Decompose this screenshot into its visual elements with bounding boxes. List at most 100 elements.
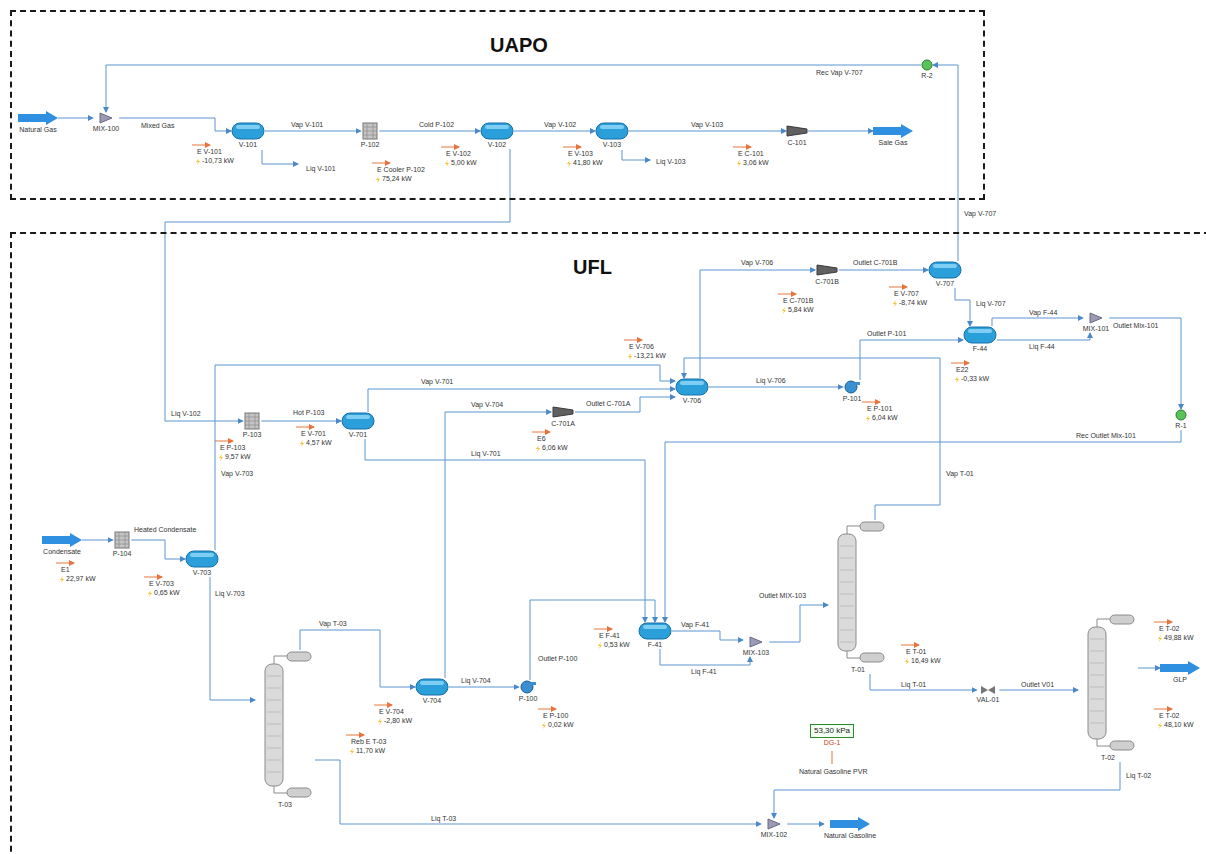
stream-label: Rec Vap V-707: [815, 69, 864, 77]
equipment-tag: V-101: [239, 140, 257, 149]
material-stream-icon: [830, 817, 870, 831]
energy-stream-arrow: [778, 294, 796, 295]
region-title: UFL: [573, 256, 612, 278]
equipment-tag: R-1: [1175, 421, 1186, 430]
energy-bolt-icon: [60, 576, 64, 583]
process-stream: [445, 412, 551, 678]
stream-label: Vap V-704: [470, 401, 504, 409]
energy-stream-arrow: [532, 432, 550, 433]
energy-bolt-icon: [378, 718, 382, 725]
duty-value: 5,00 kW: [450, 159, 478, 167]
energy-stream-arrow: [862, 402, 880, 403]
material-stream: Condensate: [42, 533, 82, 556]
energy-stream-arrow: [1154, 622, 1172, 623]
energy-bolt-icon: [542, 722, 546, 729]
stream-label: Vap V-706: [740, 259, 774, 267]
mixer: MIX-102: [761, 818, 787, 839]
distillation-column-icon: [828, 520, 888, 665]
energy-stream-arrow: [374, 705, 392, 706]
energy-stream-name: Reb E T-03: [350, 738, 387, 746]
stream-label: Vap V-102: [543, 121, 577, 129]
equipment-tag: R-2: [921, 71, 932, 80]
duty-value: 0,65 kW: [153, 589, 181, 597]
process-stream: [629, 131, 786, 132]
energy-bolt-icon: [350, 748, 354, 755]
stream-label: Outlet V01: [1020, 681, 1055, 689]
equipment-tag: V-704: [423, 696, 441, 705]
liquid-outlet-stub: [622, 150, 650, 160]
stream-name: Condensate: [43, 547, 81, 556]
energy-stream-name: E P-101: [866, 405, 893, 413]
stream-label: Outlet P-101: [866, 330, 907, 338]
region-title: UAPO: [490, 34, 548, 56]
duty-value: 22,97 kW: [65, 575, 97, 583]
equipment-tag: T-02: [1101, 753, 1115, 762]
equipment-tag: V-706: [683, 396, 701, 405]
duty-value: -8,74 kW: [898, 299, 928, 307]
equipment-tag: P-102: [361, 140, 380, 149]
pump: P-101: [843, 380, 862, 403]
energy-stream-name: E T-02: [1158, 625, 1181, 633]
energy-stream-name: E V-707: [893, 290, 920, 298]
process-stream: [449, 687, 519, 688]
process-stream: [660, 649, 750, 665]
process-stream: [700, 270, 815, 378]
energy-stream-arrow: [372, 163, 390, 164]
equipment-tag: V-103: [603, 140, 621, 149]
duty-value: 48,10 kW: [1163, 721, 1195, 729]
duty-value: 5,84 kW: [787, 306, 815, 314]
energy-bolt-icon: [628, 353, 632, 360]
compressor-icon: [816, 263, 838, 277]
energy-stream-arrow: [624, 340, 642, 341]
stream-label: Mixed Gas: [140, 122, 175, 130]
energy-bolt-icon: [219, 454, 223, 461]
duty-value: 0,53 kW: [603, 641, 631, 649]
equipment-tag: C-701B: [815, 277, 839, 286]
stream-name: Sale Gas: [879, 138, 908, 147]
separator-vessel: V-706: [675, 378, 709, 405]
energy-stream-arrow: [563, 147, 581, 148]
separator-vessel: V-703: [185, 550, 219, 577]
stream-label: Outlet P-100: [537, 655, 578, 663]
process-stream: [774, 762, 1120, 818]
energy-stream-name: E V-704: [378, 708, 405, 716]
duty-value: 6,06 kW: [541, 444, 569, 452]
recycle-block: R-2: [921, 59, 933, 80]
energy-stream-name: E6: [536, 435, 547, 443]
stream-label: Liq V-707: [975, 300, 1007, 308]
stream-label: Liq V-103: [655, 158, 687, 166]
stream-label: Rec Outlet Mix-101: [1075, 432, 1137, 440]
energy-stream-arrow: [192, 145, 210, 146]
process-stream: [1138, 668, 1160, 669]
duty-value: 6,04 kW: [871, 414, 899, 422]
energy-bolt-icon: [782, 307, 786, 314]
separator-vessel: V-102: [480, 122, 514, 149]
mixer: MIX-103: [743, 636, 769, 657]
stream-name: Natural Gasoline: [824, 831, 876, 840]
separator-vessel-icon: [231, 122, 265, 140]
separator-vessel-icon: [595, 122, 629, 140]
stream-label: Hot P-103: [292, 409, 326, 417]
energy-stream-name: E T-01: [905, 648, 928, 656]
process-stream: [992, 318, 1083, 326]
energy-bolt-icon: [737, 160, 741, 167]
energy-bolt-icon: [148, 590, 152, 597]
energy-stream-arrow: [594, 629, 612, 630]
energy-stream-name: E V-102: [445, 150, 472, 158]
stream-label: Vap V-707: [963, 210, 997, 218]
separator-vessel-icon: [480, 122, 514, 140]
equipment-tag: F-41: [648, 640, 662, 649]
process-stream: [119, 118, 231, 131]
equipment-tag: V-703: [193, 568, 211, 577]
duty-value: -2,80 kW: [383, 717, 413, 725]
process-stream: [58, 118, 93, 119]
process-stream: [368, 389, 675, 412]
energy-stream-name: E Cooler P-102: [376, 166, 426, 174]
equipment-tag: V-102: [488, 140, 506, 149]
energy-stream-name: E22: [955, 366, 969, 374]
material-stream: Natural Gasoline: [824, 817, 876, 840]
distillation-column: T-03: [255, 650, 315, 809]
separator-vessel: V-103: [595, 122, 629, 149]
material-stream-icon: [42, 533, 82, 547]
